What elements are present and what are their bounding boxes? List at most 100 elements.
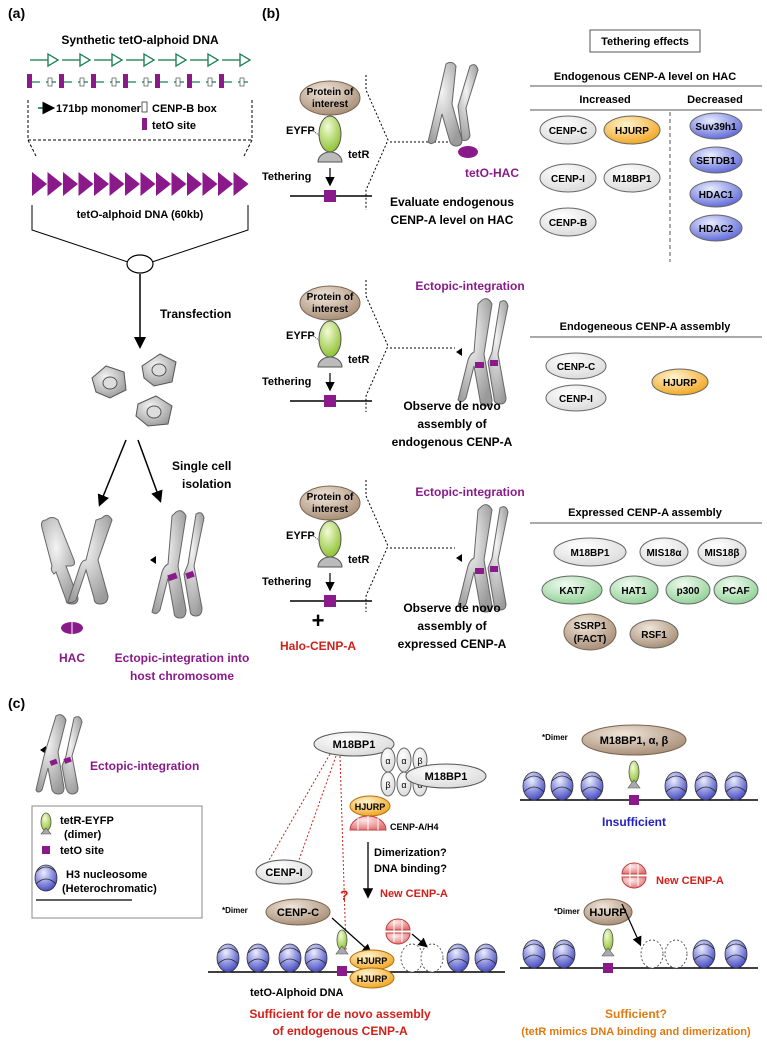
protein-label-line2: interest (312, 99, 349, 110)
decreased-item-label: HDAC2 (699, 224, 734, 235)
teto-block (324, 395, 336, 407)
teto-site-mark (59, 74, 64, 88)
cenpb-legend-label: CENP-B box (152, 103, 218, 115)
panel-a-label: (a) (8, 5, 25, 21)
mis18-subunit-label: α (385, 756, 390, 766)
ectopic-arrow (137, 439, 163, 503)
row3-chromosome-icon (456, 504, 509, 613)
fact-label: (FACT) (574, 634, 607, 645)
decreased-item (689, 214, 743, 242)
teto-triangle (47, 172, 63, 196)
panel-b-label: (b) (262, 5, 280, 21)
halo-cenpa-label: Halo-CENP-A (280, 639, 356, 653)
row2-desc-line3: endogenous CENP-A (392, 435, 513, 449)
decreased-item-label: Suv39h1 (695, 122, 737, 133)
m18bp1-oval-right (405, 763, 487, 789)
hac-arrow (97, 439, 127, 507)
panel-c-ectopic-label: Ectopic-integration (90, 759, 199, 773)
dimer-label-rt: *Dimer (542, 733, 568, 742)
tetr-label: tetR (348, 149, 369, 161)
nucleosome-wrap (279, 947, 301, 965)
row3-ectopic-label: Ectopic-integration (415, 485, 524, 499)
cenpb-box-mark (143, 77, 149, 87)
nucleosome-wrap (475, 947, 497, 965)
cenpb-box-mark (47, 77, 53, 87)
monomer-arrowhead (207, 52, 220, 68)
single-cell-label: Single cell (172, 459, 231, 473)
nucleosome-wrap (693, 943, 715, 961)
protein-label-line1: Protein of (307, 492, 354, 503)
tetr-mimics-label: (tetR mimics DNA binding and dimerizatio… (521, 1026, 751, 1038)
tethering-label: Tethering (262, 376, 311, 388)
h3-nucleosome (694, 771, 718, 801)
teto-triangle (171, 172, 187, 196)
row2-ectopic-label: Ectopic-integration (415, 279, 524, 293)
expressed-item-label: MIS18β (704, 548, 739, 559)
expressed-item (629, 619, 679, 649)
increased-item (539, 163, 597, 193)
protein-of-interest-oval (299, 80, 361, 116)
expressed-item-label: PCAF (722, 586, 749, 597)
tetr-icon (317, 556, 343, 568)
m18bp1-top-label: M18BP1 (333, 739, 376, 751)
hjurp-oval-b (349, 967, 395, 989)
eyfp-icon (318, 320, 342, 358)
cenpa-half-top (621, 862, 647, 875)
teto-triangle (94, 172, 109, 196)
sufficient-line2: of endogenous CENP-A (272, 1024, 408, 1038)
nucleosome-wrap (305, 947, 327, 965)
m18bp1-oval-top (313, 731, 395, 757)
eyfp-pointer (311, 534, 321, 542)
tetr-icon (317, 151, 343, 163)
teto-site-mark (219, 74, 224, 88)
h3-nucleosome (446, 943, 470, 973)
ectopic-label-line1: Ectopic-integration into (115, 651, 250, 665)
dimer-label-c: *Dimer (222, 906, 248, 915)
cenpb-box-mark (79, 77, 85, 87)
teto-legend-label: tetO site (152, 120, 196, 132)
teto-hac-label: tetO-HAC (465, 166, 519, 180)
increased-item (603, 115, 661, 145)
hjurp-top-label: HJURP (355, 802, 386, 812)
tetr-eyfp-icon (40, 812, 52, 835)
teto-block (324, 595, 336, 607)
increased-item (539, 115, 597, 145)
repeat-row (27, 74, 248, 88)
monomer-arrow-row (30, 52, 252, 68)
hjurp-dimer-oval (583, 898, 633, 926)
h3-nucleosome (278, 943, 302, 973)
mis18-subunit-label: α (401, 780, 406, 790)
decreased-item (689, 112, 743, 140)
cenpa-h4-icon (349, 815, 387, 831)
assembly-item-label: CENP-C (557, 362, 595, 373)
new-cenpa-mid-label: New CENP-A (380, 888, 448, 900)
h3-nucleosome (474, 943, 498, 973)
teto-triangle (233, 172, 249, 196)
plus-sign: + (312, 608, 325, 633)
monomer-arrowhead (79, 52, 92, 68)
assembly-item (545, 352, 607, 380)
dotted-brackets (365, 75, 455, 612)
teto-triangle (140, 172, 156, 196)
monomer-arrowhead (175, 52, 188, 68)
tetr-icon (317, 356, 343, 368)
panel-c-label: (c) (8, 695, 25, 711)
insufficient-label: Insufficient (602, 815, 666, 829)
cenpi-label: CENP-I (265, 867, 302, 879)
eyfp-label: EYFP (286, 125, 315, 137)
h3-nucleosome-icon (34, 864, 132, 901)
tetr-dimer-rb (601, 928, 615, 973)
monomer-arrowhead (47, 52, 60, 68)
increased-label: Increased (579, 94, 630, 106)
monomer-legend-label: 171bp monomer (56, 103, 142, 115)
array-label: tetO-alphoid DNA (60kb) (77, 209, 204, 221)
empty-nucleosome (640, 939, 664, 969)
tetr-dimer-rt (627, 760, 641, 805)
expressed-item-label: HAT1 (621, 586, 647, 597)
nucleosome-wrap (523, 943, 545, 961)
panel-a: (a) Synthetic tetO-alphoid DNA 171bp mon… (8, 5, 253, 683)
cells-icon (91, 353, 177, 427)
row3-desc-line1: Observe de novo (403, 601, 500, 615)
